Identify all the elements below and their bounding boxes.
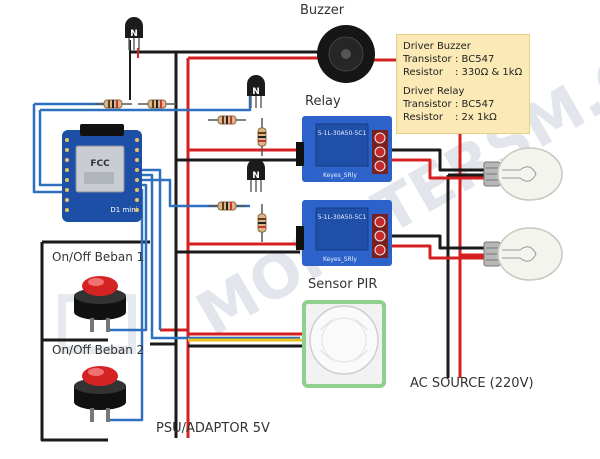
wire-blue-relay1 xyxy=(40,95,252,112)
resistor-relay1-1 xyxy=(208,115,246,125)
wire-lamp1-black xyxy=(390,148,484,172)
note-relay-transistor-key: Transistor xyxy=(403,99,452,110)
note-relay-transistor-val: : BC547 xyxy=(455,99,495,110)
note-buzzer-resistor-key: Resistor xyxy=(403,67,443,78)
push-button-2 xyxy=(74,366,126,422)
wire-blue-3 xyxy=(140,168,162,330)
transistor-relay2-mark: N xyxy=(252,171,260,181)
relay-module-1: 5-1L-30A50-5C1 Keyes_SRly xyxy=(296,116,392,182)
note-buzzer-resistor-val: : 330Ω & 1kΩ xyxy=(455,67,523,78)
note-relay-title: Driver Relay xyxy=(403,86,465,97)
pir-sensor xyxy=(302,300,386,388)
note-buzzer-title: Driver Buzzer xyxy=(403,41,471,52)
resistor-relay1-2 xyxy=(257,118,267,156)
wires xyxy=(32,40,484,442)
board-label: D1 mini xyxy=(110,206,137,214)
transistor-relay1-mark: N xyxy=(252,87,260,97)
relay2-terminals xyxy=(372,214,388,258)
switch1-label: On/Off Beban 1 xyxy=(52,250,145,264)
lamp-2 xyxy=(483,227,563,281)
transistor-buzzer: N xyxy=(125,17,143,50)
relay-label: Relay xyxy=(305,94,341,109)
switch2-label: On/Off Beban 2 xyxy=(52,343,145,357)
note-buzzer-transistor-key: Transistor xyxy=(403,54,452,65)
d1-mini-board: FCC D1 mini xyxy=(62,124,142,222)
relay1-top-text: 5-1L-30A50-5C1 xyxy=(318,130,367,137)
resistor-relay2-1 xyxy=(208,201,246,211)
transistor-relay2: N xyxy=(247,159,265,192)
sensor-pir-label: Sensor PIR xyxy=(308,277,378,292)
wire-lamp1-red xyxy=(390,158,484,180)
relay1-bottom-text: Keyes_SRly xyxy=(323,172,357,179)
buzzer xyxy=(317,25,375,83)
driver-info-note: Driver Buzzer Transistor: BC547 Resistor… xyxy=(396,34,530,134)
board-chip-text: FCC xyxy=(90,159,110,169)
resistor-relay2-2 xyxy=(257,204,267,242)
wire-lamp2-black xyxy=(390,234,484,250)
note-relay-resistor-key: Resistor xyxy=(403,112,443,123)
buzzer-hole xyxy=(341,49,351,59)
ac-source-label: AC SOURCE (220V) xyxy=(410,376,534,391)
relay-module-2: 5-1L-30A50-5C1 Keyes_SRly xyxy=(296,200,392,266)
note-relay-resistor-val: : 2x 1kΩ xyxy=(455,112,497,123)
psu-label: PSU/ADAPTOR 5V xyxy=(156,421,270,436)
note-buzzer-transistor-val: : BC547 xyxy=(455,54,495,65)
resistor-buzzer-2 xyxy=(138,99,176,109)
lamp1-bulb xyxy=(497,147,563,201)
pir-dome xyxy=(309,305,379,375)
push-button-1 xyxy=(74,276,126,332)
relay2-top-text: 5-1L-30A50-5C1 xyxy=(318,214,367,221)
lamp2-bulb xyxy=(497,227,563,281)
wire-blue-switch1 xyxy=(108,183,148,332)
buzzer-label: Buzzer xyxy=(300,3,345,18)
transistor-relay1: N xyxy=(247,75,265,108)
transistor-buzzer-mark: N xyxy=(130,29,138,39)
relay1-terminals xyxy=(372,130,388,174)
wire-black-switch-loop xyxy=(40,242,108,442)
resistor-buzzer-1 xyxy=(94,99,132,109)
wire-blue-1 xyxy=(38,110,62,187)
board-chip-shield xyxy=(75,145,125,193)
wire-blue-2 xyxy=(32,104,62,194)
board-usb xyxy=(80,124,124,136)
wire-blue-pir xyxy=(140,173,300,340)
lamp-1 xyxy=(483,147,563,201)
wire-lamp2-red xyxy=(390,244,484,260)
relay2-bottom-text: Keyes_SRly xyxy=(323,256,357,263)
